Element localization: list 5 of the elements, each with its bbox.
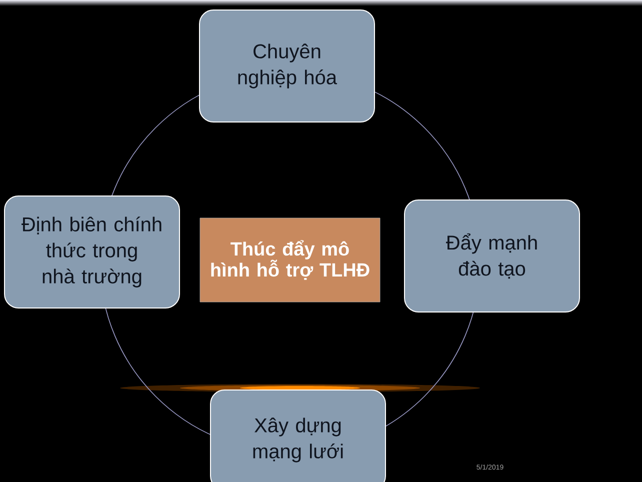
center-box: Thúc đẩy mô hình hỗ trợ TLHĐ [200,218,380,302]
topic-box: Định biên chính thức trong nhà trường [4,196,180,308]
topic-box: Xây dựng mạng lưới [210,390,386,482]
topic-box: Chuyên nghiệp hóa [199,10,375,122]
topic-box: Đẩy mạnh đào tạo [404,200,580,312]
